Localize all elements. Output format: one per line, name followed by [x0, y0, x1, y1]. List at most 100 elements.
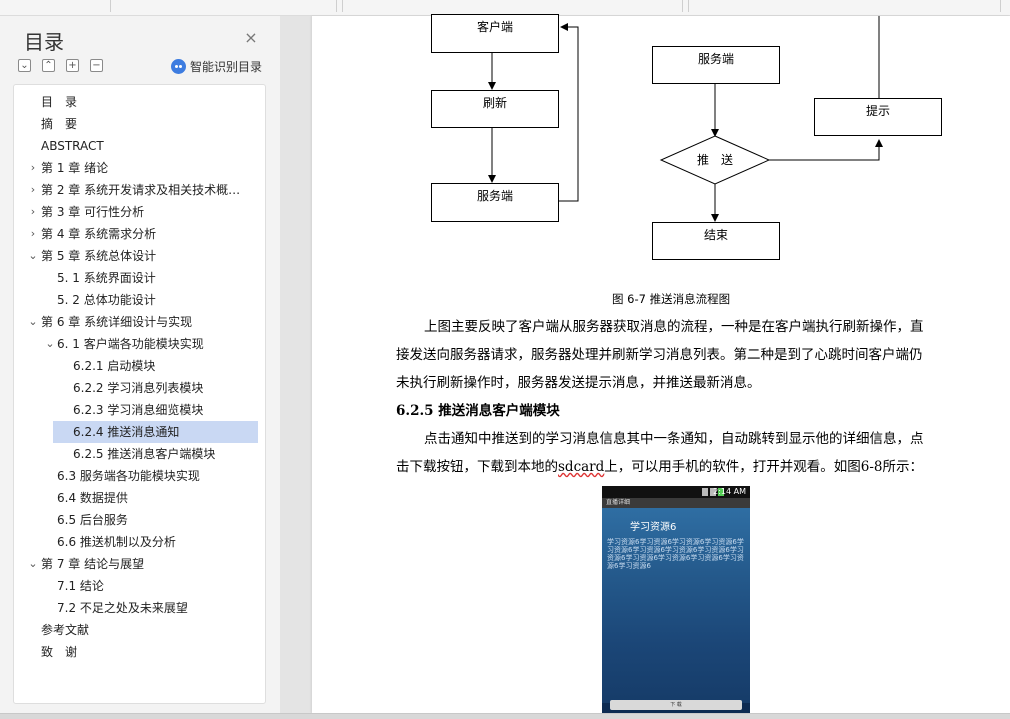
toc-item-label: 第 2 章 系统开发请求及相关技术概… — [41, 183, 241, 197]
flow-box-refresh: 刷新 — [431, 90, 559, 128]
toc-item[interactable]: 6.2.3 学习消息细览模块 — [14, 399, 265, 421]
toc-item[interactable]: 参考文献 — [14, 619, 265, 641]
paragraph-1-line-3: 未执行刷新操作时，服务器发送提示消息，并推送最新消息。 — [396, 375, 761, 391]
toc-item[interactable]: 7.2 不足之处及未来展望 — [14, 597, 265, 619]
toc-item[interactable]: 5. 1 系统界面设计 — [14, 267, 265, 289]
toc-item[interactable]: 6.3 服务端各功能模块实现 — [14, 465, 265, 487]
toc-item-label: 5. 1 系统界面设计 — [57, 271, 156, 285]
flowchart-diagram: 推 送 — [488, 16, 883, 222]
toc-item-label: 6.4 数据提供 — [57, 491, 128, 505]
flow-box-prompt: 提示 — [814, 98, 942, 136]
chevron-up-icon: ⌃ — [44, 60, 53, 71]
toc-item[interactable]: 6.6 推送机制以及分析 — [14, 531, 265, 553]
phone-title-bar: 直播详细 — [602, 498, 750, 508]
chevron-right-icon[interactable]: › — [30, 227, 36, 240]
spellcheck-word: sdcard — [558, 459, 605, 475]
robot-icon — [171, 58, 186, 74]
toc-item[interactable]: ⌄第 5 章 系统总体设计 — [14, 245, 265, 267]
toc-item-label: 7.1 结论 — [57, 579, 104, 593]
toc-sidebar: 目录 × ⌄ ⌃ + − 智能识别目录 目 录摘 要 ABSTRACT › 第 1 章… — [0, 16, 280, 713]
toc-item[interactable]: 摘 要 — [14, 113, 265, 135]
toc-item[interactable]: › 第 2 章 系统开发请求及相关技术概… — [14, 179, 265, 201]
chevron-right-icon[interactable]: › — [30, 205, 36, 218]
flow-box-client: 客户端 — [431, 14, 559, 53]
flow-box-server-left: 服务端 — [431, 183, 559, 222]
smart-toc-button[interactable]: 智能识别目录 — [171, 58, 262, 74]
chevron-right-icon[interactable]: › — [30, 183, 36, 196]
battery-icon — [718, 488, 724, 496]
flow-box-server-right: 服务端 — [652, 46, 780, 84]
chevron-down-icon[interactable]: ⌄ — [28, 249, 38, 262]
paragraph-2-line-2: 击下载按钮，下载到本地的sdcard上，可以用手机的软件，打开并观看。如图6-8… — [396, 459, 924, 475]
chevron-down-icon[interactable]: ⌄ — [45, 337, 55, 350]
sidebar-title: 目录 — [24, 30, 64, 54]
toc-item-label: 摘 要 — [41, 117, 78, 131]
phone-status-bar: 2:14 AM — [602, 486, 750, 498]
phone-resource-title: 学习资源6 — [630, 522, 677, 533]
add-toc-item-button[interactable]: + — [66, 59, 79, 72]
smart-toc-label: 智能识别目录 — [190, 59, 263, 74]
toc-item[interactable]: ⌄第 6 章 系统详细设计与实现 — [14, 311, 265, 333]
phone-download-button: 下 载 — [610, 700, 742, 710]
toc-item-label: 第 1 章 绪论 — [41, 161, 109, 175]
toc-item[interactable]: 目 录 — [14, 91, 265, 113]
toc-item-label: ABSTRACT — [41, 139, 104, 153]
toc-item[interactable]: › 第 3 章 可行性分析 — [14, 201, 265, 223]
collapse-all-button[interactable]: ⌄ — [18, 59, 31, 72]
sidebar-splitter[interactable] — [280, 16, 312, 713]
chevron-down-icon[interactable]: ⌄ — [28, 557, 38, 570]
section-heading: 6.2.5 推送消息客户端模块 — [396, 403, 560, 419]
toc-list: 目 录摘 要 ABSTRACT › 第 1 章 绪论 › 第 2 章 系统开发请求及相关技… — [13, 84, 266, 704]
toc-item[interactable]: › 第 4 章 系统需求分析 — [14, 223, 265, 245]
paragraph-1-line-2: 接发送向服务器请求，服务器处理并刷新学习消息列表。第二种是到了心跳时间客户端仍 — [396, 347, 923, 363]
close-icon[interactable]: × — [244, 28, 258, 47]
toc-item-label: 5. 2 总体功能设计 — [57, 293, 156, 307]
toc-item[interactable]: › 第 1 章 绪论 — [14, 157, 265, 179]
toc-item-label: 6.2.1 启动模块 — [73, 359, 156, 373]
phone-content: 学习资源6 学习资源6学习资源6学习资源6学习资源6学习资源6学习资源6学习资源… — [602, 508, 750, 703]
plus-icon: + — [68, 60, 77, 71]
figure-caption: 图 6-7 推送消息流程图 — [612, 292, 731, 306]
expand-level-button[interactable]: ⌃ — [42, 59, 55, 72]
toc-item[interactable]: ⌄6. 1 客户端各功能模块实现 — [14, 333, 265, 355]
paragraph-2-line-1: 点击通知中推送到的学习消息信息其中一条通知，自动跳转到显示他的详细信息，点 — [424, 431, 924, 447]
toc-item[interactable]: 6.4 数据提供 — [14, 487, 265, 509]
toc-item-label: 6.6 推送机制以及分析 — [57, 535, 176, 549]
signal-icon — [702, 488, 708, 496]
chevron-right-icon[interactable]: › — [30, 161, 36, 174]
toc-item[interactable]: 7.1 结论 — [14, 575, 265, 597]
arrow-server-to-client — [559, 23, 579, 202]
toc-item-label: 6.2.2 学习消息列表模块 — [73, 381, 204, 395]
remove-toc-item-button[interactable]: − — [90, 59, 103, 72]
toc-item-label: 7.2 不足之处及未来展望 — [57, 601, 188, 615]
toc-item[interactable]: 6.2.1 启动模块 — [14, 355, 265, 377]
toc-item-label: 第 6 章 系统详细设计与实现 — [41, 315, 193, 329]
toc-item-label: 第 5 章 系统总体设计 — [41, 249, 157, 263]
document-page: 推 送 客户端 刷新 服务端 服务端 提示 结束 图 6-7 推送消息流程图 上… — [312, 14, 1010, 713]
toc-item[interactable]: ABSTRACT — [14, 135, 265, 157]
toc-item-label: 第 3 章 可行性分析 — [41, 205, 145, 219]
toc-item-label: 6.3 服务端各功能模块实现 — [57, 469, 200, 483]
flow-box-end: 结束 — [652, 222, 780, 260]
toc-item[interactable]: 6.2.5 推送消息客户端模块 — [14, 443, 265, 465]
toc-item-label: 6.2.5 推送消息客户端模块 — [73, 447, 216, 461]
toc-item-label: 目 录 — [41, 95, 78, 109]
toc-item-label: 第 4 章 系统需求分析 — [41, 227, 157, 241]
toc-item[interactable]: 致 谢 — [14, 641, 265, 663]
phone-screenshot-figure: 2:14 AM 直播详细 学习资源6 学习资源6学习资源6学习资源6学习资源6学… — [602, 486, 750, 713]
minus-icon: − — [92, 60, 101, 71]
toc-item-label: 6.5 后台服务 — [57, 513, 128, 527]
bottom-status-strip — [0, 713, 1010, 719]
phone-resource-text: 学习资源6学习资源6学习资源6学习资源6学习资源6学习资源6学习资源6学习资源6… — [607, 538, 744, 570]
toc-item[interactable]: 6.5 后台服务 — [14, 509, 265, 531]
wifi-icon — [710, 488, 716, 496]
chevron-down-icon[interactable]: ⌄ — [28, 315, 38, 328]
toc-item-label: 6.2.3 学习消息细览模块 — [73, 403, 204, 417]
toc-item[interactable]: 6.2.2 学习消息列表模块 — [14, 377, 265, 399]
toc-selection-highlight — [53, 421, 258, 443]
toc-item[interactable]: 5. 2 总体功能设计 — [14, 289, 265, 311]
toc-item[interactable]: 6.2.4 推送消息通知 — [14, 421, 265, 443]
toc-item[interactable]: ⌄第 7 章 结论与展望 — [14, 553, 265, 575]
push-decision-diamond — [659, 135, 771, 185]
